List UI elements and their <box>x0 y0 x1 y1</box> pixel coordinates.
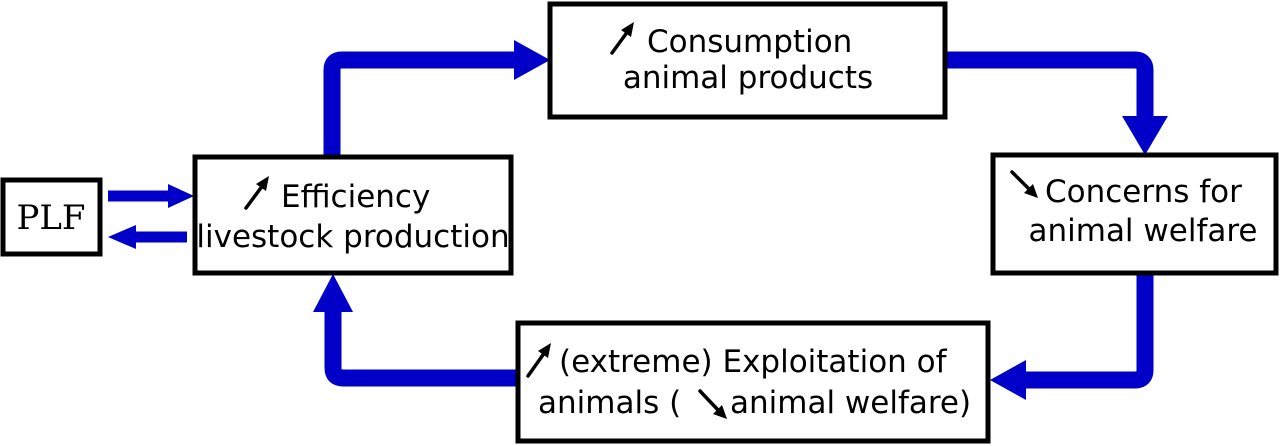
exploitation-line2-part2: animal welfare) <box>730 385 971 421</box>
arrow-plf-to-efficiency <box>108 184 194 208</box>
arrow-concerns-to-exploitation <box>990 273 1154 400</box>
node-consumption: Consumption animal products <box>547 1 948 120</box>
arrow-exploitation-to-efficiency <box>313 274 518 387</box>
efficiency-line1: Efficiency <box>281 179 430 215</box>
decrease-trend-icon <box>698 389 727 419</box>
plf-label: PLF <box>16 198 85 238</box>
increase-trend-icon <box>244 176 269 210</box>
exploitation-line1: (extreme) Exploitation of <box>559 344 948 380</box>
node-exploitation: (extreme) Exploitation of animals ( anim… <box>515 320 991 444</box>
decrease-trend-icon <box>1010 170 1038 198</box>
consumption-line1: Consumption <box>647 24 852 60</box>
consumption-line2: animal products <box>623 60 873 96</box>
increase-trend-icon <box>526 343 551 378</box>
node-plf: PLF <box>0 177 103 257</box>
efficiency-line2: livestock production <box>196 219 509 255</box>
arrow-consumption-to-concerns <box>946 51 1168 155</box>
increase-trend-icon <box>610 22 634 55</box>
arrow-efficiency-to-plf <box>108 225 187 249</box>
node-concerns: Concerns for animal welfare <box>990 152 1279 276</box>
concerns-line2: animal welfare <box>1028 213 1257 249</box>
arrow-efficiency-to-consumption <box>323 40 550 156</box>
exploitation-line2-part1: animals ( <box>538 385 681 421</box>
concerns-line1: Concerns for <box>1045 174 1242 210</box>
node-efficiency: Efficiency livestock production <box>192 154 514 276</box>
